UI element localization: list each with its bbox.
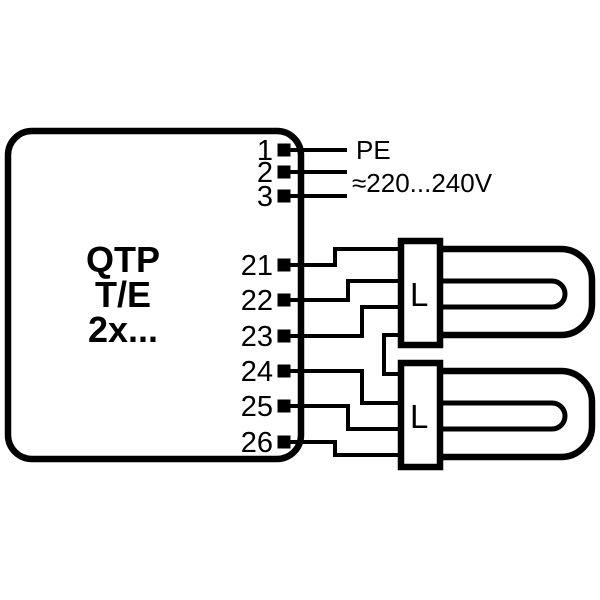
- terminal-26-contact: [277, 435, 291, 449]
- pe-label: PE: [356, 135, 391, 165]
- terminal-2-number: 2: [257, 157, 273, 189]
- terminal-1-number: 1: [257, 135, 273, 167]
- terminal-26-number: 26: [241, 427, 273, 459]
- wire-23-lamp1-pin3: [289, 305, 403, 338]
- terminal-22-number: 22: [241, 285, 273, 317]
- ballast-box: [4, 127, 305, 463]
- terminal-1: 1: [257, 135, 291, 167]
- terminal-22: 22: [241, 285, 291, 317]
- wire-link-lamp1-lamp2: [382, 333, 403, 376]
- terminal-24-contact: [277, 364, 291, 378]
- terminal-25: 25: [241, 391, 291, 423]
- wire-22-lamp1-pin2: [289, 279, 403, 302]
- terminal-24-number: 24: [241, 356, 273, 388]
- lamp-1-base: [397, 237, 444, 349]
- terminal-23: 23: [241, 321, 291, 353]
- lamp-2: L: [397, 359, 596, 471]
- ballast-title-line-2: T/E: [95, 274, 151, 315]
- terminal-3-number: 3: [257, 181, 273, 213]
- terminal-2: 2: [257, 157, 291, 189]
- terminal-1-contact: [277, 143, 291, 157]
- lamp-1-tube: [441, 245, 596, 339]
- terminal-24: 24: [241, 356, 291, 388]
- terminal-23-number: 23: [241, 321, 273, 353]
- ballast-title-line-3: 2x...: [88, 309, 158, 350]
- terminal-22-contact: [277, 293, 291, 307]
- wire-25-lamp2-pin3: [289, 404, 403, 431]
- terminal-3: 3: [257, 181, 291, 213]
- wire-21-lamp1-pin1: [289, 247, 403, 267]
- lamp-2-tube: [441, 367, 596, 461]
- terminal-25-contact: [277, 399, 291, 413]
- wire-26-lamp2-pin4: [289, 440, 403, 457]
- terminal-23-contact: [277, 329, 291, 343]
- lamp-2-label: L: [410, 398, 428, 435]
- terminal-26: 26: [241, 427, 291, 459]
- lamp-1-label: L: [410, 276, 428, 313]
- lamp-1-tube-fold: [441, 278, 568, 310]
- lamp-2-tube-fold: [441, 400, 568, 432]
- wire-24-lamp2-pin2: [289, 369, 403, 405]
- ballast-title-line-1: QTP: [86, 239, 160, 280]
- terminal-25-number: 25: [241, 391, 273, 423]
- terminal-2-contact: [277, 165, 291, 179]
- terminal-21-number: 21: [241, 250, 273, 282]
- terminal-21-contact: [277, 258, 291, 272]
- terminal-3-contact: [277, 189, 291, 203]
- terminal-21: 21: [241, 250, 291, 282]
- lamp-2-base: [397, 359, 444, 471]
- voltage-label: ≈220...240V: [352, 168, 493, 198]
- lamp-1: L: [397, 237, 596, 349]
